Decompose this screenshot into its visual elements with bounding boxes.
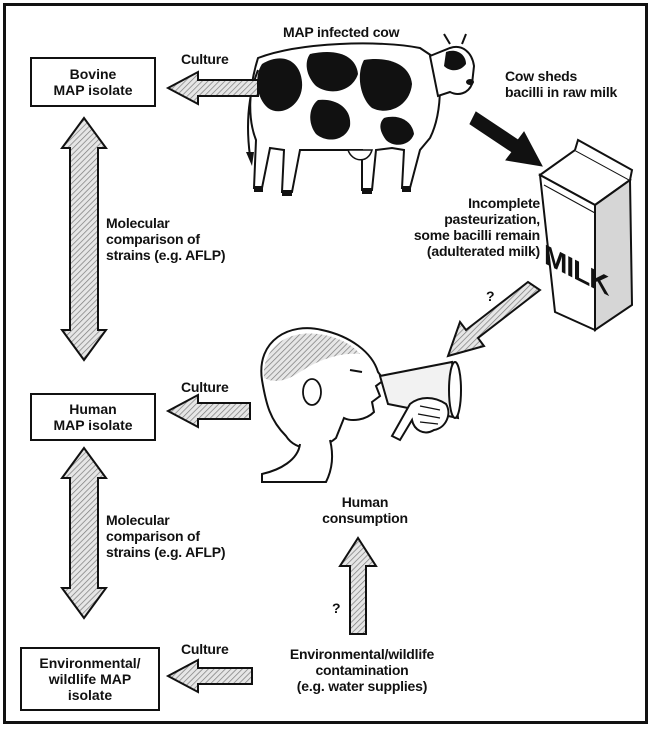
- human-drinking-illustration: [261, 328, 461, 482]
- molecular-comparison-label-top: Molecular comparison of strains (e.g. AF…: [106, 215, 225, 263]
- milk-carton-illustration: [540, 140, 632, 330]
- human-consumption-label: Human consumption: [310, 494, 420, 526]
- molecular-double-arrow-top: [62, 118, 106, 360]
- molecular-comparison-label-bottom: Molecular comparison of strains (e.g. AF…: [106, 512, 225, 560]
- environmental-contamination-label: Environmental/wildlife contamination (e.…: [262, 646, 462, 694]
- cow-illustration: [246, 34, 474, 196]
- environment-to-human-arrow: [340, 538, 376, 634]
- pasteurization-label: Incomplete pasteurization, some bacilli …: [370, 195, 540, 259]
- cow-sheds-label: Cow sheds bacilli in raw milk: [505, 68, 617, 100]
- molecular-double-arrow-bottom: [62, 448, 106, 618]
- milk-question-mark: ?: [486, 288, 494, 304]
- culture-label-bottom: Culture: [181, 641, 229, 657]
- culture-arrow-bottom: [168, 660, 252, 692]
- cow-title-label: MAP infected cow: [283, 24, 399, 40]
- culture-arrow-middle: [168, 395, 250, 427]
- bovine-isolate-box: Bovine MAP isolate: [30, 57, 156, 107]
- culture-label-middle: Culture: [181, 379, 229, 395]
- environmental-isolate-box: Environmental/ wildlife MAP isolate: [20, 647, 160, 711]
- human-isolate-box: Human MAP isolate: [30, 393, 156, 441]
- culture-label-top: Culture: [181, 51, 229, 67]
- culture-arrow-top: [168, 72, 258, 104]
- cow-to-milk-arrow: [470, 112, 542, 166]
- environment-question-mark: ?: [332, 600, 340, 616]
